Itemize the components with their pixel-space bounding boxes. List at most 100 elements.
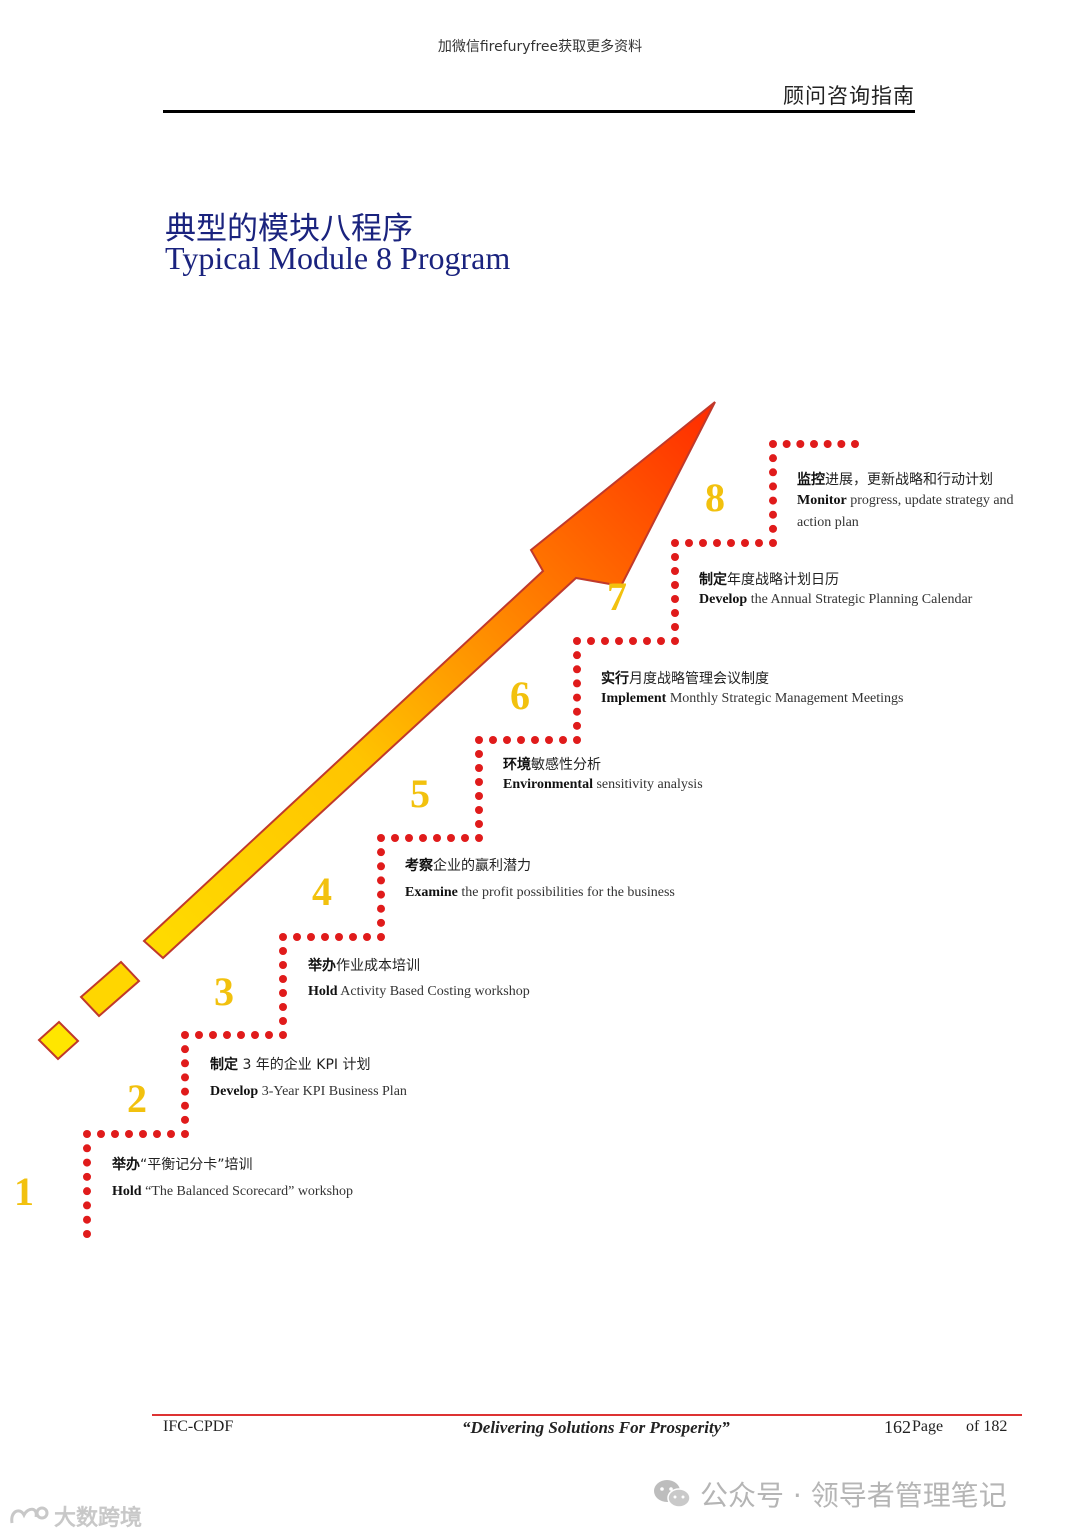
arrow-segment-small (39, 1022, 78, 1059)
staircase-dot (377, 905, 385, 913)
watermark-text: 公众号 · 领导者管理笔记 (700, 1474, 1007, 1514)
staircase-dot (237, 1031, 245, 1039)
staircase-dot (181, 1130, 189, 1138)
step-label-cn: 制定年度战略计划日历 (699, 569, 839, 589)
staircase-dot (824, 440, 832, 448)
step-label-en: Hold Activity Based Costing workshop (308, 984, 530, 1000)
staircase-dot (83, 1173, 91, 1181)
staircase-dot (769, 468, 777, 476)
staircase-dot (601, 637, 609, 645)
staircase-dot (671, 609, 679, 617)
staircase-dot (181, 1073, 189, 1081)
staircase-dot (741, 539, 749, 547)
step-label-en: Monitor progress, update strategy and ac… (797, 490, 1042, 534)
staircase-dot (377, 876, 385, 884)
staircase-dot (573, 736, 581, 744)
staircase-dot (181, 1031, 189, 1039)
staircase-dot (279, 1003, 287, 1011)
step-label-cn: 监控进展，更新战略和行动计划 (797, 469, 993, 489)
staircase-dot (83, 1216, 91, 1224)
staircase-dot (643, 637, 651, 645)
staircase-dot (83, 1230, 91, 1238)
staircase-dot (405, 834, 413, 842)
staircase-dot (377, 848, 385, 856)
staircase-dot (111, 1130, 119, 1138)
brand-logo-icon (8, 1503, 50, 1529)
staircase-dot (251, 1031, 259, 1039)
staircase-dot (769, 482, 777, 490)
staircase-dot (377, 891, 385, 899)
staircase-dot (279, 1017, 287, 1025)
staircase-dot (181, 1088, 189, 1096)
staircase-dot (195, 1031, 203, 1039)
step-number: 5 (410, 770, 430, 817)
staircase-dot (769, 454, 777, 462)
step-label-en: Hold “The Balanced Scorecard” workshop (112, 1184, 353, 1200)
step-label-en: Examine the profit possibilities for the… (405, 885, 675, 901)
step-label-cn: 环境敏感性分析 (503, 754, 601, 774)
staircase-dot (769, 525, 777, 533)
footer-slogan: “Delivering Solutions For Prosperity” (462, 1418, 730, 1438)
wechat-icon (652, 1477, 692, 1511)
staircase-dot (769, 497, 777, 505)
staircase-dot (755, 539, 763, 547)
step-label-cn: 实行月度战略管理会议制度 (601, 668, 769, 688)
staircase-dot (321, 933, 329, 941)
staircase-dot (363, 933, 371, 941)
staircase-dot (587, 637, 595, 645)
staircase-dot (573, 651, 581, 659)
staircase-dot (223, 1031, 231, 1039)
staircase-dot (349, 933, 357, 941)
step-number: 8 (705, 474, 725, 521)
staircase-dot (377, 933, 385, 941)
step-label-cn: 考察企业的赢利潜力 (405, 855, 531, 875)
staircase-dot (769, 539, 777, 547)
staircase-dot (475, 750, 483, 758)
staircase-dot (503, 736, 511, 744)
staircase-dot (377, 919, 385, 927)
staircase-dot (559, 736, 567, 744)
staircase-dot (167, 1130, 175, 1138)
step-label-en: Develop 3-Year KPI Business Plan (210, 1084, 407, 1100)
staircase-dot (377, 834, 385, 842)
staircase-dot (83, 1144, 91, 1152)
staircase-dot (545, 736, 553, 744)
step-number: 4 (312, 868, 332, 915)
staircase-dot (279, 1031, 287, 1039)
staircase-dot (629, 637, 637, 645)
staircase-dot (810, 440, 818, 448)
staircase-dot (475, 764, 483, 772)
watermark-brand-text: 大数跨境 (54, 1500, 142, 1532)
staircase-dot (475, 736, 483, 744)
staircase-dot (783, 440, 791, 448)
step-label-en: Develop the Annual Strategic Planning Ca… (699, 592, 972, 608)
staircase-dot (335, 933, 343, 941)
step-number: 2 (127, 1075, 147, 1122)
staircase-dot (671, 595, 679, 603)
staircase-dot (573, 637, 581, 645)
staircase-dot (573, 722, 581, 730)
staircase-dot (181, 1102, 189, 1110)
staircase-dot (125, 1130, 133, 1138)
staircase-dot (685, 539, 693, 547)
staircase-dot (671, 553, 679, 561)
step-number: 3 (214, 968, 234, 1015)
staircase-dot (181, 1059, 189, 1067)
staircase-dot (265, 1031, 273, 1039)
footer-page-word: Page (912, 1418, 943, 1436)
staircase-dot (139, 1130, 147, 1138)
staircase-dot (307, 933, 315, 941)
staircase-dot (713, 539, 721, 547)
staircase-dot (475, 834, 483, 842)
staircase-dot (97, 1130, 105, 1138)
staircase-dot (573, 679, 581, 687)
staircase-dot (699, 539, 707, 547)
staircase-dot (489, 736, 497, 744)
staircase-dot (671, 567, 679, 575)
staircase-dot (657, 637, 665, 645)
staircase-dot (796, 440, 804, 448)
staircase-dot (433, 834, 441, 842)
staircase-dot (209, 1031, 217, 1039)
staircase-dot (769, 511, 777, 519)
watermark-brand: 大数跨境 (8, 1500, 142, 1532)
